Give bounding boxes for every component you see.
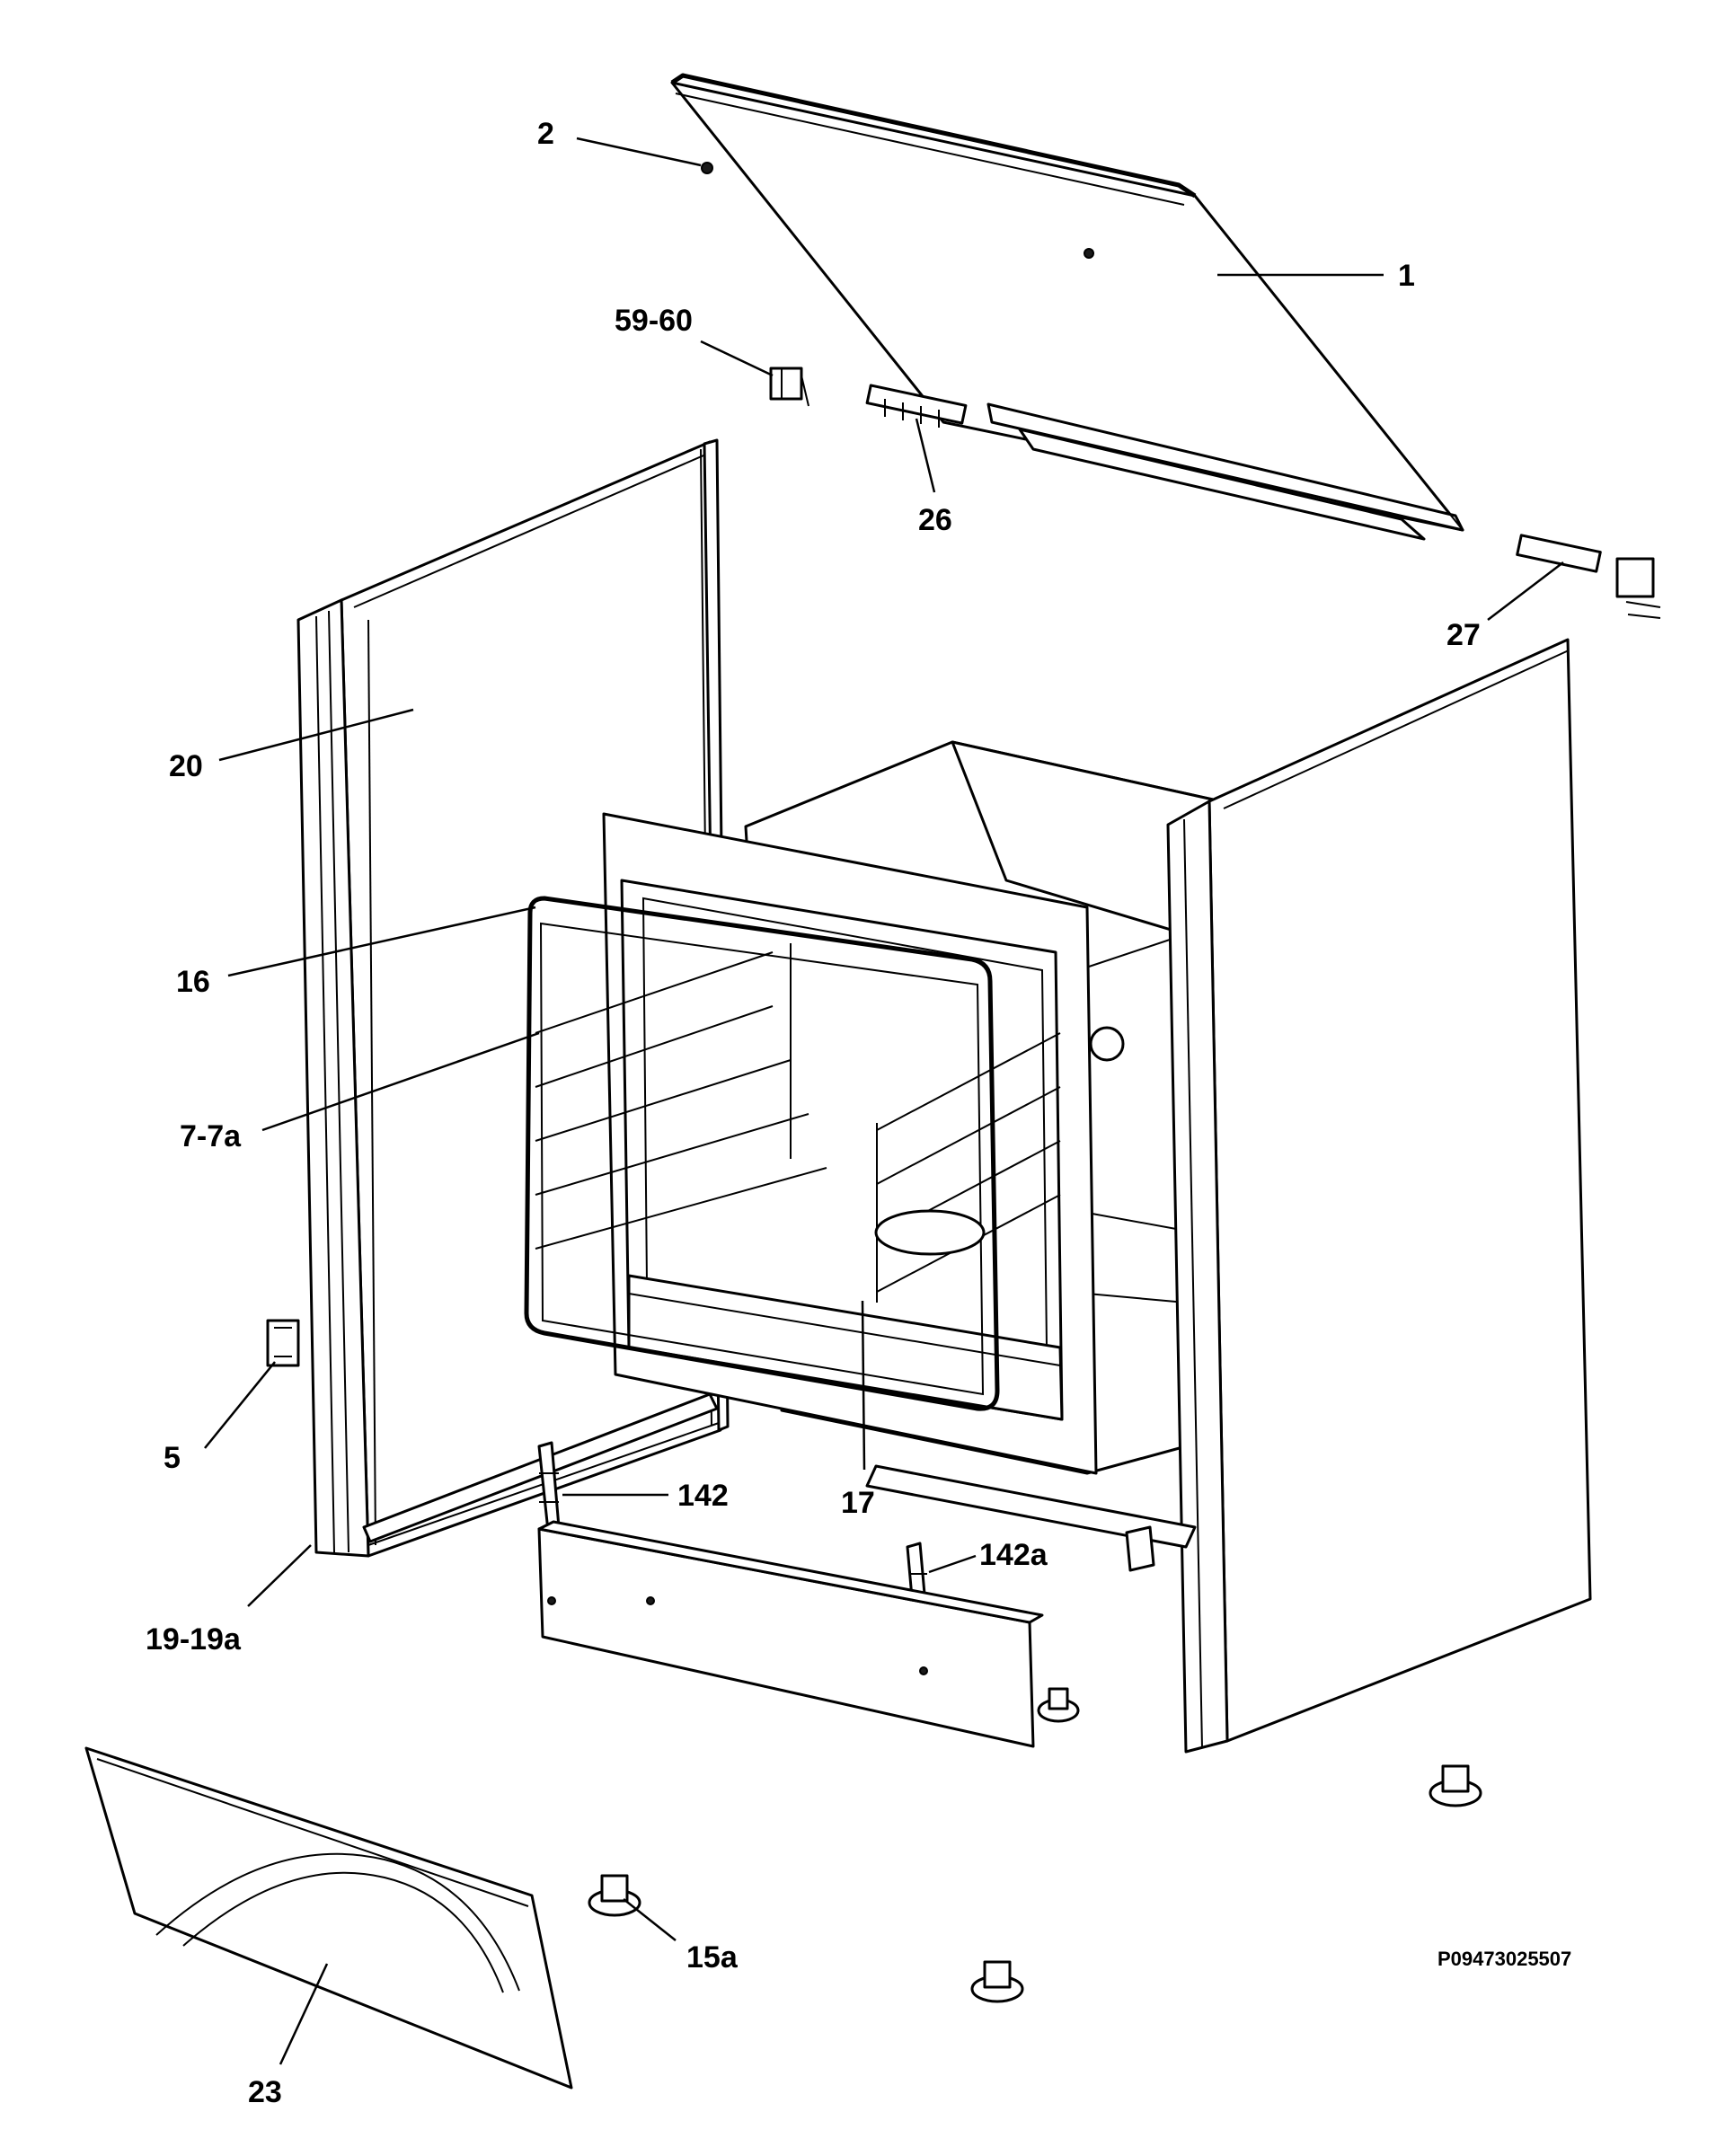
foot-rear-right [1037, 1687, 1080, 1723]
bottom-drawer [537, 1520, 1044, 1748]
callout-20: 20 [169, 749, 203, 783]
callout-142: 142 [677, 1479, 729, 1513]
callout-5: 5 [164, 1441, 181, 1475]
bracket-5 [266, 1319, 300, 1367]
foot-right [1429, 1764, 1482, 1807]
callout-2: 2 [537, 117, 554, 151]
front-frame-17 [602, 812, 1098, 1475]
callout-26: 26 [918, 503, 952, 537]
right-side-panel [1166, 638, 1592, 1754]
shelf-guide-left [535, 943, 827, 1250]
foot-front-left [588, 1874, 641, 1917]
callout-17: 17 [841, 1486, 875, 1520]
callout-15a: 15a [686, 1940, 739, 1975]
hinge-26 [865, 384, 968, 428]
top-panel [670, 73, 1464, 541]
leader-lines [204, 137, 1564, 2065]
callout-27: 27 [1446, 618, 1481, 652]
base-frame [362, 1392, 1197, 1630]
shelf-guide-right [874, 1032, 1061, 1303]
callout-59-60: 59-60 [615, 304, 693, 338]
callout-16: 16 [176, 965, 210, 999]
foot-front-right [970, 1960, 1024, 2003]
hinge-27 [1516, 534, 1661, 619]
callout-23: 23 [248, 2075, 282, 2109]
screw-2 [701, 162, 713, 174]
drawing-code: P09473025507 [1438, 1948, 1571, 1970]
callout-1: 1 [1398, 259, 1415, 293]
callout-7-7a: 7-7a [180, 1119, 242, 1153]
callout-142a: 142a [979, 1538, 1048, 1572]
plinth-panel-23 [84, 1746, 573, 2090]
callout-19-19a: 19-19a [146, 1622, 242, 1657]
clip-59-60 [769, 367, 809, 407]
door-seal-16 [524, 896, 1000, 1411]
